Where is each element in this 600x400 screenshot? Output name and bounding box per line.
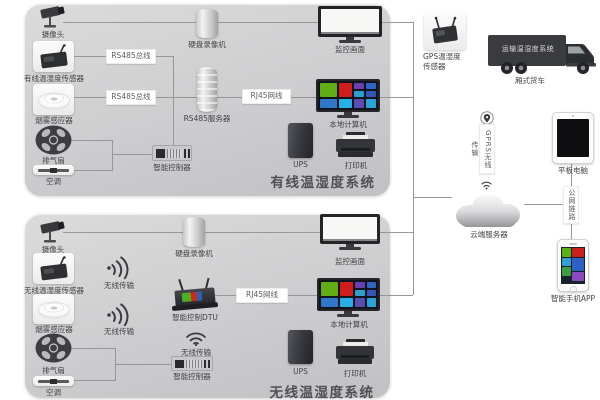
surveillance-monitor-label: 监控画面 — [335, 257, 365, 266]
ups-icon — [288, 123, 313, 158]
connector-line — [112, 154, 152, 155]
connector-line — [414, 197, 452, 198]
connector-line — [71, 348, 115, 349]
connector-line — [73, 380, 115, 381]
smoke-detector-icon — [37, 301, 70, 320]
rs485-server-icon — [197, 67, 217, 112]
connector-line — [524, 204, 563, 205]
exhaust-fan-icon — [35, 333, 72, 363]
wireless-transmission-label: 无线传输 — [181, 348, 211, 357]
wifi-icon — [480, 175, 493, 190]
ups-label: UPS — [293, 160, 308, 169]
trunk-line — [413, 22, 414, 295]
printer-icon — [336, 339, 374, 366]
truck-label: 厢式货车 — [515, 76, 545, 85]
dtu-label: 智能控制DTU — [172, 313, 218, 322]
wireless-transmission-label: 无线传输 — [104, 281, 134, 290]
printer-label: 打印机 — [344, 161, 368, 170]
rj45-cable-label: RJ45网线 — [242, 89, 291, 104]
surveillance-monitor-label: 监控画面 — [335, 45, 365, 54]
location-pin-icon — [480, 110, 494, 125]
printer-icon — [336, 132, 375, 159]
dvr-label: 硬盘录像机 — [175, 249, 213, 258]
wired-sensor-card — [33, 41, 74, 72]
ac-label: 空调 — [46, 177, 61, 186]
wireless-waves-icon — [104, 303, 134, 327]
dtu-device-icon — [171, 277, 219, 311]
connector-line — [63, 22, 318, 23]
camera-label: 摄像头 — [41, 30, 65, 39]
tablet-label: 平板电脑 — [558, 166, 588, 175]
dvr-cylinder-icon — [183, 217, 205, 247]
wireless-waves-icon — [104, 256, 134, 280]
truck-icon — [487, 33, 599, 75]
connector-line — [378, 232, 413, 233]
wired-system-title: 有线温湿度系统 — [270, 175, 376, 191]
surveillance-monitor-icon — [320, 214, 380, 251]
smoke-sensor-label: 烟雾感应器 — [35, 325, 73, 334]
exhaust-fan-label: 排气扇 — [42, 366, 65, 375]
ac-unit-icon — [33, 376, 74, 386]
local-computer-label: 本地计算机 — [329, 120, 367, 129]
rs485-server-label: RS485服务器 — [183, 114, 231, 123]
ac-label: 空调 — [46, 388, 61, 397]
connector-line — [71, 140, 112, 141]
connector-line — [115, 364, 171, 365]
temp-humidity-sensor-icon — [39, 255, 68, 280]
gps-sensor-label: GPS温湿度传感器 — [423, 52, 461, 71]
local-computer-icon — [316, 79, 380, 118]
temp-humidity-sensor-icon — [39, 43, 68, 68]
connector-line — [73, 170, 112, 171]
gps-sensor-icon — [432, 16, 458, 44]
smart-controller-label: 智能控制器 — [173, 372, 211, 381]
rs485-bus-label: RS485总线 — [106, 49, 156, 64]
connector-line — [381, 22, 413, 23]
cloud-server-icon — [450, 190, 526, 230]
local-computer-icon — [317, 278, 380, 317]
rs485-bus-label: RS485总线 — [106, 90, 156, 105]
exhaust-fan-icon — [35, 125, 72, 155]
wan-link-label: 公网链路 — [563, 186, 579, 224]
wireless-sensor-card — [33, 253, 74, 284]
wireless-system-title: 无线温湿度系统 — [269, 385, 375, 400]
wireless-sensor-label: 无线温湿度传感器 — [24, 286, 84, 295]
gps-sensor-card — [424, 12, 466, 50]
ac-unit-icon — [33, 165, 74, 175]
wifi-icon — [183, 329, 209, 347]
ups-label: UPS — [293, 367, 308, 376]
connector-line — [173, 56, 174, 146]
cloud-server-label: 云端服务器 — [470, 230, 508, 239]
dvr-cylinder-icon — [196, 9, 218, 38]
exhaust-fan-label: 排气扇 — [42, 156, 65, 165]
connector-line — [379, 97, 413, 98]
phone-app-label: 智能手机APP — [550, 294, 596, 303]
surveillance-monitor-icon — [318, 6, 382, 44]
smoke-sensor-card — [33, 294, 74, 324]
connector-line — [379, 295, 413, 296]
smoke-sensor-card — [33, 84, 74, 115]
camera-label: 摄像头 — [41, 245, 65, 254]
gprs-link-label: GPRS无线传输 — [471, 124, 495, 174]
smart-controller-icon — [171, 356, 213, 371]
cctv-camera-icon — [38, 220, 68, 244]
smart-controller-label: 智能控制器 — [153, 163, 191, 172]
connector-line — [112, 140, 113, 171]
dvr-label: 硬盘录像机 — [188, 40, 226, 49]
ups-icon — [288, 330, 313, 364]
printer-label: 打印机 — [343, 369, 367, 378]
cctv-camera-icon — [38, 5, 68, 29]
smartphone-icon — [557, 239, 589, 293]
smart-controller-icon — [152, 145, 192, 161]
wired-sensor-label: 有线温湿度传感器 — [24, 74, 84, 83]
wireless-transmission-label: 无线传输 — [104, 327, 134, 336]
rj45-cable-label: RJ45网线 — [236, 288, 288, 303]
tablet-icon — [552, 112, 594, 164]
local-computer-label: 本地计算机 — [330, 320, 368, 329]
smoke-detector-icon — [37, 92, 70, 110]
smoke-sensor-label: 烟雾感应器 — [35, 116, 73, 125]
truck-banner-text: 运输温湿度系统 — [501, 45, 555, 53]
